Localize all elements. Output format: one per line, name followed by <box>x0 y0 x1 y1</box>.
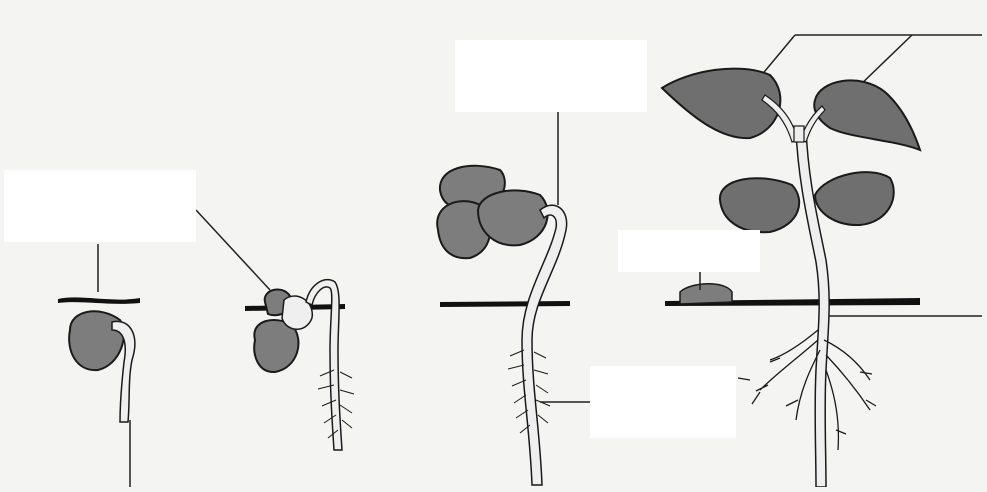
label-box-cotyledon <box>455 40 647 112</box>
growing-tip <box>794 126 804 142</box>
label-box-stem <box>618 230 760 272</box>
label-box-seed <box>4 170 196 242</box>
label-box-root <box>590 366 736 438</box>
soil-line-stage-3 <box>440 301 570 307</box>
seed-coat-4 <box>680 284 732 304</box>
cotyledon-3-mid <box>478 190 548 245</box>
